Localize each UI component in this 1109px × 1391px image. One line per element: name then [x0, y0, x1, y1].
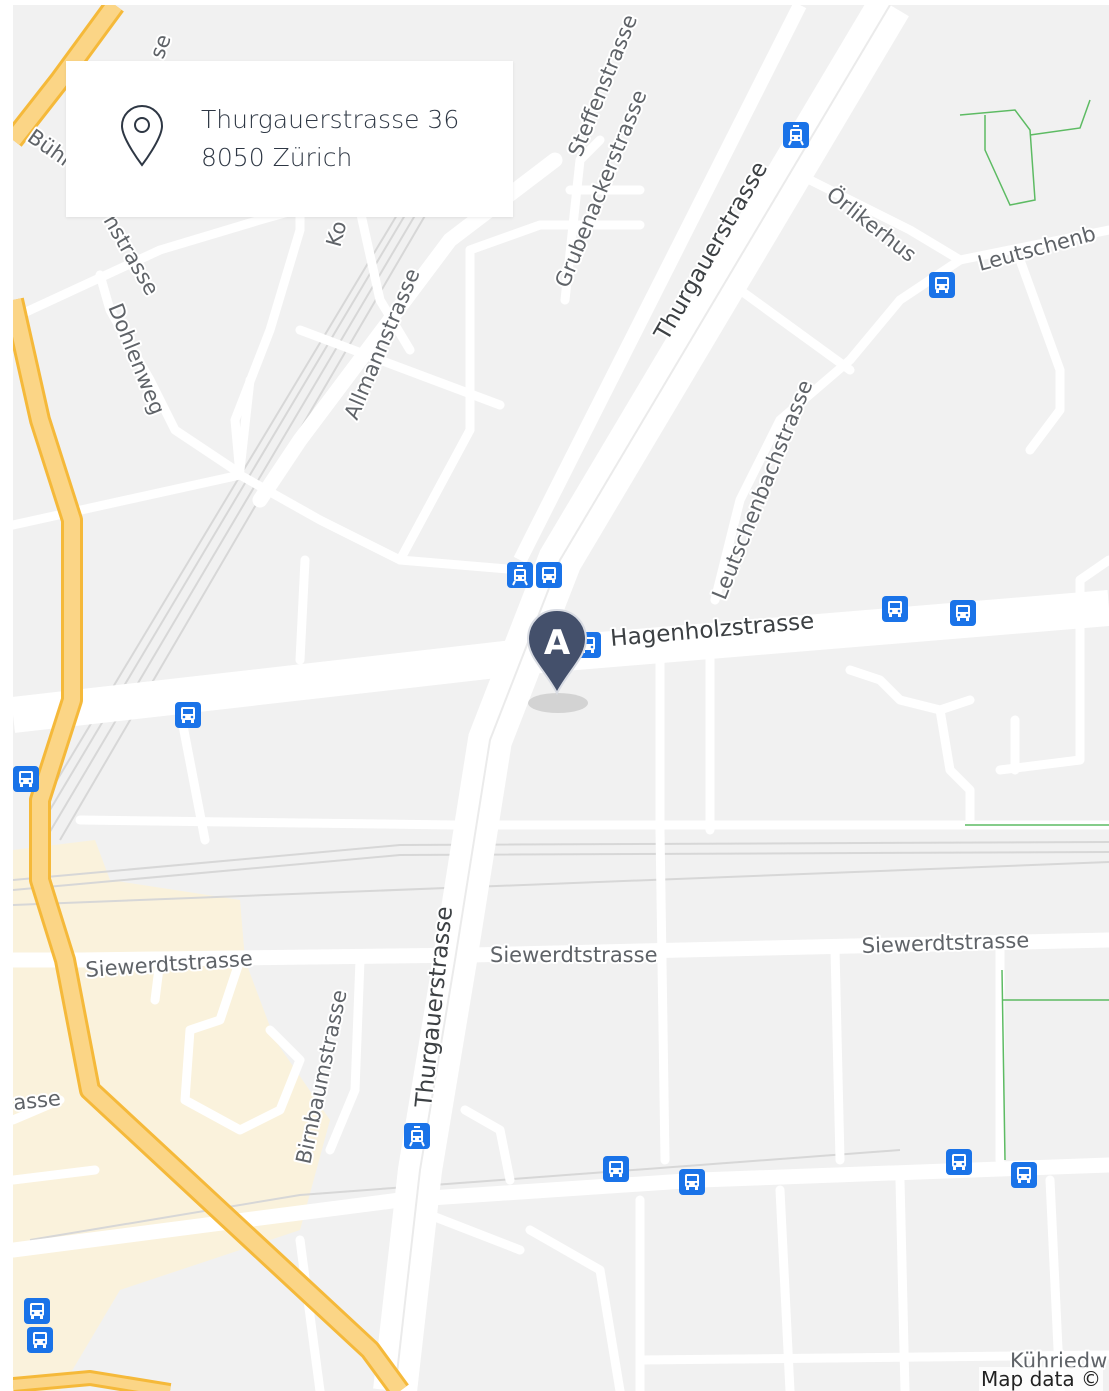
bus-stop-icon[interactable] [24, 1298, 50, 1324]
bus-stop-icon[interactable] [929, 272, 955, 298]
marker-label: A [544, 623, 571, 663]
tram-stop-icon[interactable] [507, 562, 533, 588]
bus-stop-icon[interactable] [679, 1169, 705, 1195]
bus-stop-icon[interactable] [946, 1149, 972, 1175]
bus-stop-icon[interactable] [536, 562, 562, 588]
bus-stop-icon[interactable] [882, 596, 908, 622]
bus-stop-icon[interactable] [1011, 1162, 1037, 1188]
label-asse-partial: asse [12, 1086, 62, 1115]
page-margin-left [0, 0, 13, 1391]
address-city: 8050 Zürich [201, 143, 353, 172]
address-text: Thurgauerstrasse 36 8050 Zürich [201, 101, 459, 177]
footpaths [959, 99, 1109, 1161]
bus-stop-icon[interactable] [175, 702, 201, 728]
thurgauerstrasse-ramp [513, 5, 807, 564]
bus-stop-icon[interactable] [13, 766, 39, 792]
page-margin-top [0, 0, 1109, 5]
label-siewerdtstrasse-center: Siewerdtstrasse [490, 943, 658, 967]
highway [13, 5, 409, 1391]
bus-stop-icon[interactable] [603, 1156, 629, 1182]
address-card: Thurgauerstrasse 36 8050 Zürich [66, 61, 513, 217]
bus-stop-icon[interactable] [27, 1327, 53, 1353]
map-attribution[interactable]: Map data © [979, 1367, 1103, 1391]
tram-stop-icon[interactable] [404, 1123, 430, 1149]
built-area [13, 840, 330, 1391]
tram-stop-icon[interactable] [783, 122, 809, 148]
thurgauerstrasse-median [394, 5, 891, 1391]
bus-stop-icon[interactable] [950, 600, 976, 626]
map-pin-icon [120, 104, 164, 167]
location-marker[interactable]: A [522, 607, 592, 717]
label-siewerdtstrasse-east: Siewerdtstrasse [861, 928, 1029, 958]
address-street: Thurgauerstrasse 36 [201, 105, 460, 134]
